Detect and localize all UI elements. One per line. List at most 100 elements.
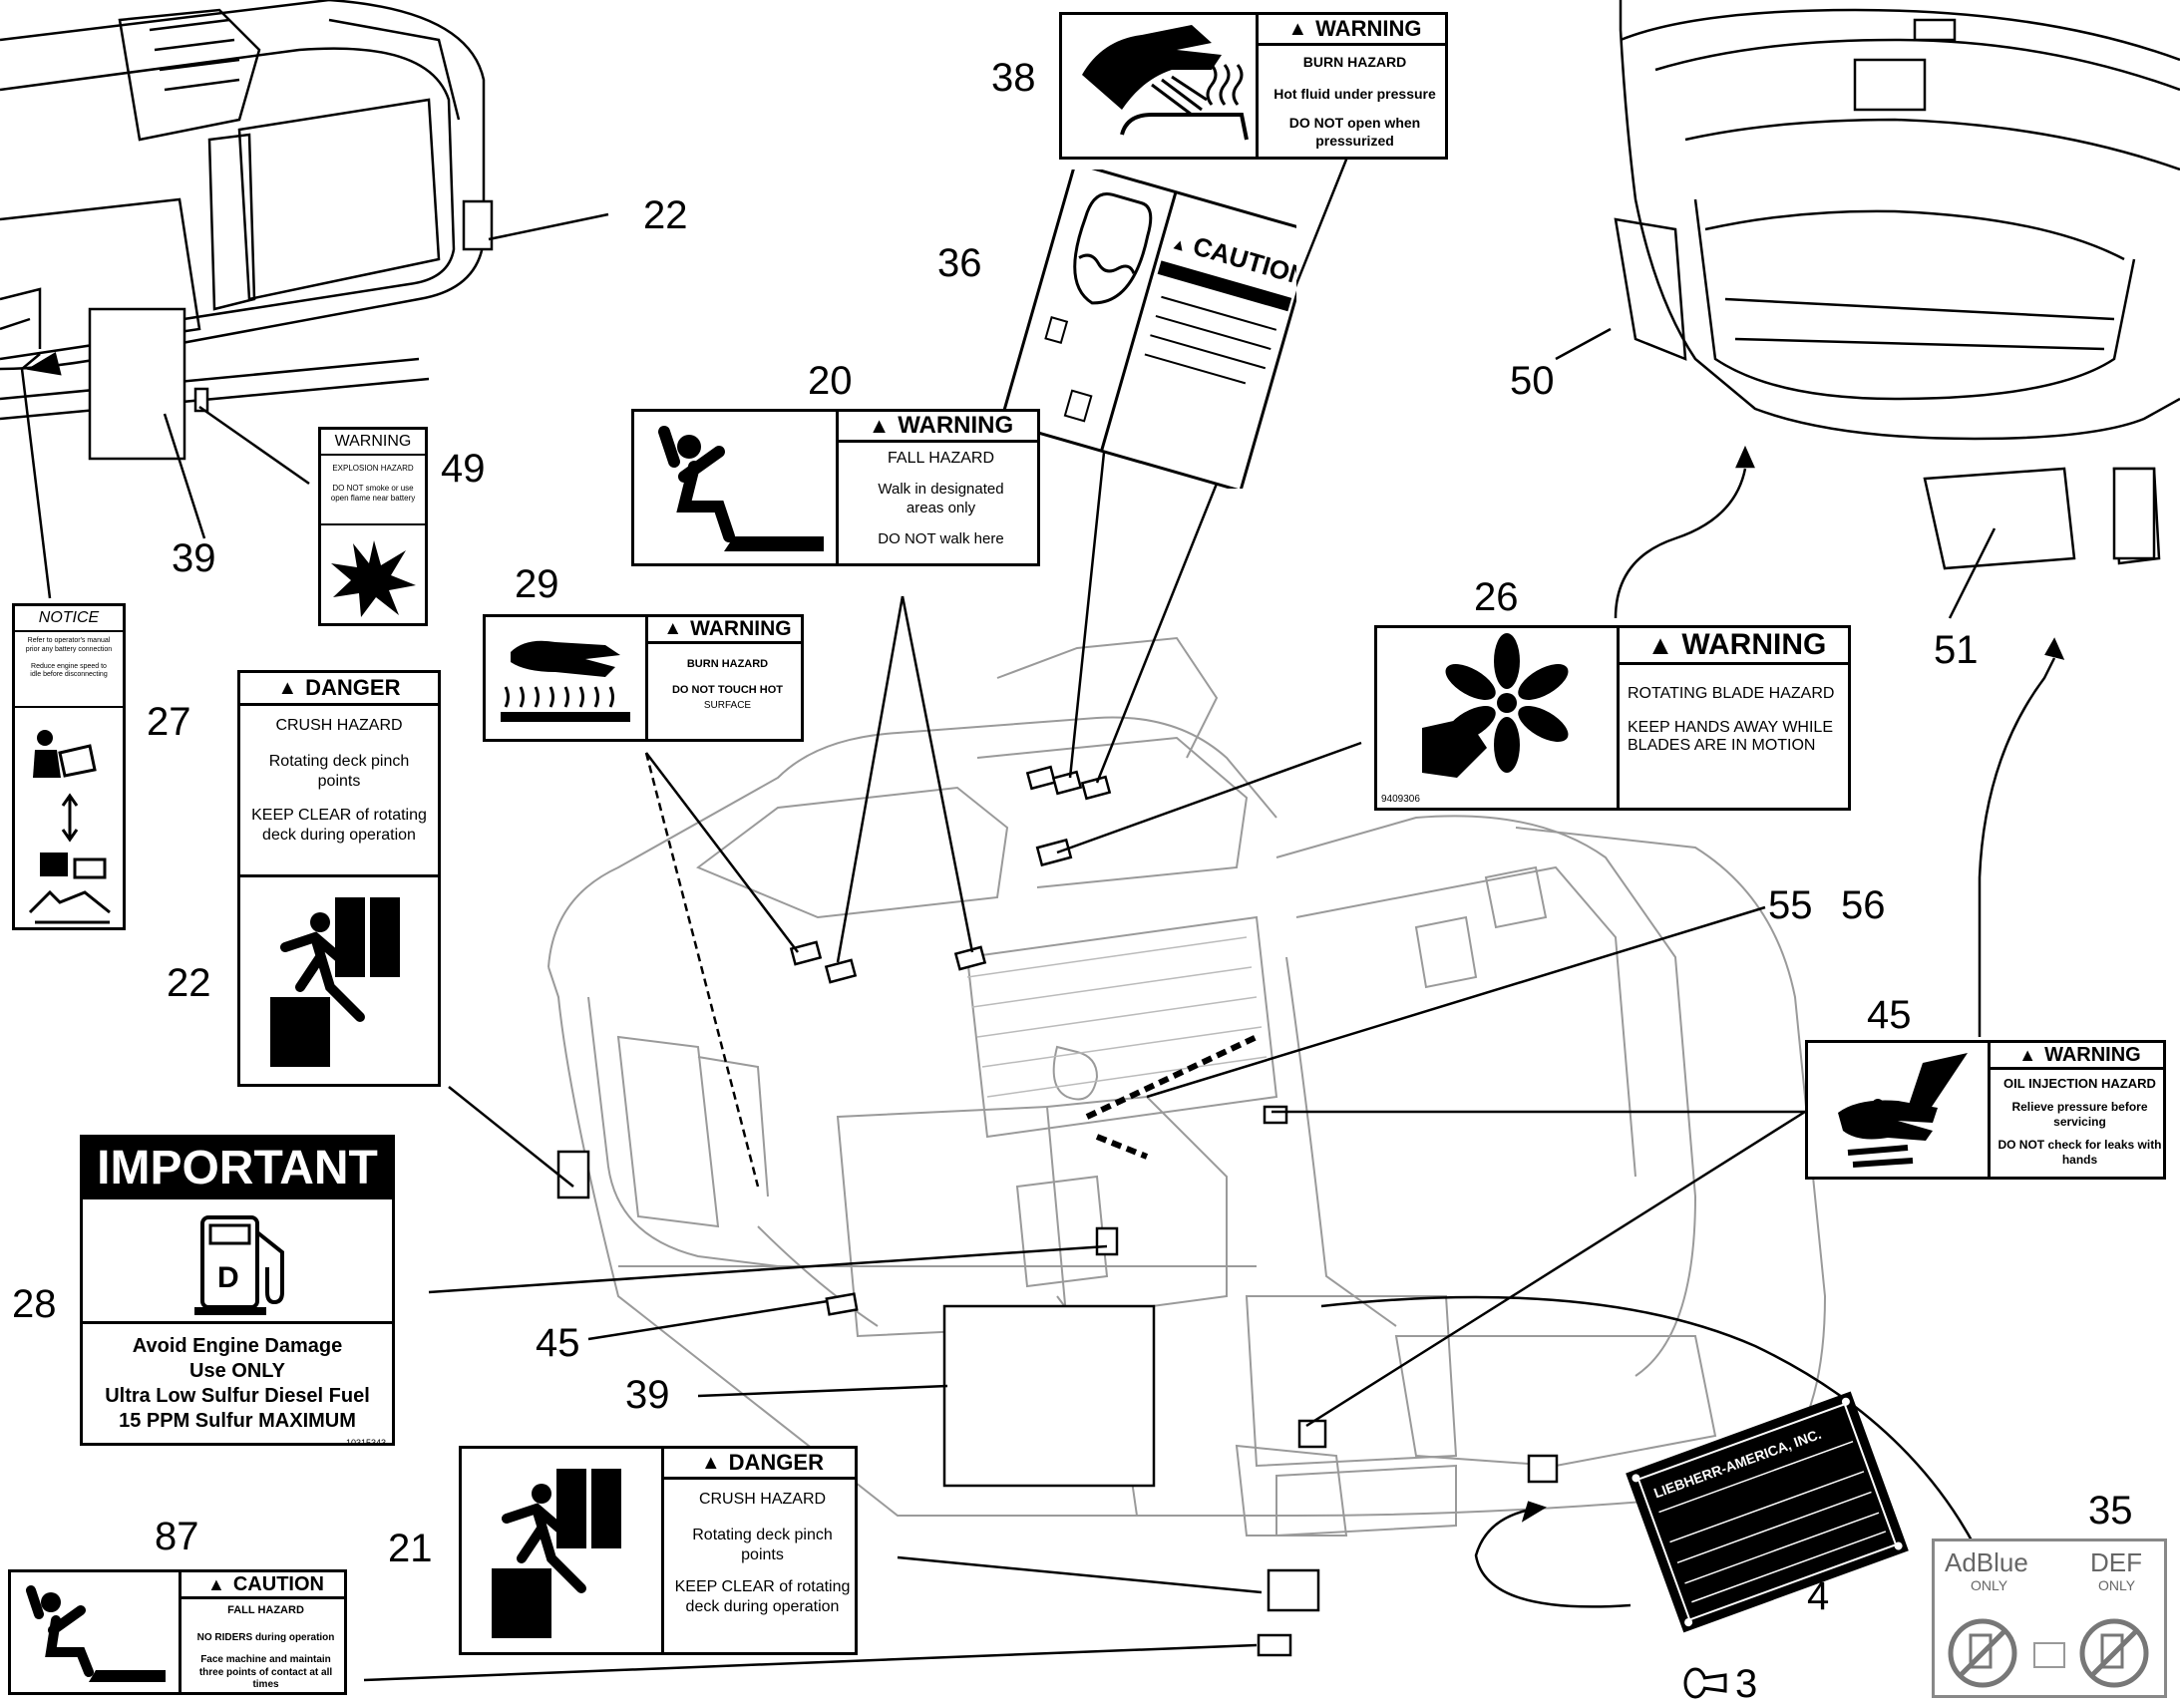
callout-49: 49: [441, 447, 486, 491]
decal-27-line-2: Reduce engine speed to idle before disco…: [30, 662, 108, 679]
decal-28-line-1: Avoid Engine Damage: [132, 1335, 343, 1357]
decal-20-fall-hazard: ▲WARNING FALL HAZARD Walk in designated …: [631, 409, 1040, 566]
decal-28-line-3: Ultra Low Sulfur Diesel Fuel: [105, 1385, 370, 1407]
decal-21-line-2: Rotating deck pinch points: [692, 1527, 833, 1563]
decal-28-header: IMPORTANT: [83, 1138, 392, 1199]
decal-38-burn-hazard: ▲WARNING BURN HAZARD Hot fluid under pre…: [1059, 12, 1448, 160]
decal-38-line-2: Hot fluid under pressure: [1273, 85, 1436, 102]
callout-22-top: 22: [643, 193, 688, 237]
decal-38-line-3: DO NOT open when pressurized: [1288, 115, 1421, 149]
svg-text:D: D: [217, 1261, 239, 1294]
callout-20: 20: [808, 359, 853, 403]
tank-icon: [1073, 192, 1153, 305]
decal-35-adblue-def: AdBlue ONLY DEF ONLY: [1932, 1538, 2167, 1698]
callout-3: 3: [1735, 1662, 1758, 1706]
decal-27-header: NOTICE: [15, 606, 123, 632]
warning-triangle-icon: ▲: [2018, 1044, 2037, 1065]
decal-49-header: WARNING: [321, 430, 425, 456]
decal-87-line-2: NO RIDERS during operation: [196, 1631, 335, 1643]
danger-triangle-icon: ▲: [277, 676, 298, 699]
callout-4: 4: [1807, 1574, 1830, 1618]
rivet-icon: [1683, 1667, 1727, 1699]
decal-45-header: WARNING: [2044, 1043, 2141, 1066]
callout-21: 21: [388, 1527, 433, 1570]
decal-22-line-3: KEEP CLEAR of rotating deck during opera…: [251, 807, 427, 844]
decal-35-only-right: ONLY: [2098, 1577, 2136, 1593]
decal-21-line-3: KEEP CLEAR of rotating deck during opera…: [674, 1578, 851, 1615]
callout-55: 55: [1768, 883, 1813, 927]
decal-26-line-2: KEEP HANDS AWAY WHILE BLADES ARE IN MOTI…: [1628, 719, 1833, 755]
burn-hand-steam-icon: [1082, 25, 1249, 141]
decal-20-line-2: Walk in designated areas only: [878, 481, 1004, 516]
decal-35-adblue: AdBlue: [1945, 1547, 2028, 1577]
fan-blade-hand-icon: 9409306: [1381, 633, 1569, 805]
decal-27-line-1: Refer to operator's manual prior any bat…: [25, 637, 113, 653]
explosion-icon: [321, 523, 425, 617]
decal-29-line-2: DO NOT TOUCH HOT: [671, 683, 783, 696]
no-diesel-icons: [1948, 1618, 2149, 1688]
callout-51: 51: [1934, 628, 1979, 672]
callout-22-mid: 22: [167, 961, 211, 1005]
decal-29-line-3: SURFACE: [703, 699, 752, 711]
decal-45-line-1: OIL INJECTION HAZARD: [2003, 1076, 2156, 1091]
decal-22-header: DANGER: [305, 675, 401, 700]
decal-35-only-left: ONLY: [1971, 1577, 2008, 1593]
decal-28-part-number: 10315343: [345, 1438, 386, 1446]
falling-person-icon: [658, 426, 824, 551]
crush-hazard-icon: [240, 874, 438, 1067]
callout-35: 35: [2088, 1489, 2133, 1533]
decal-29-burn-hazard: ▲ WARNING BURN HAZARD DO NOT TOUCH HOT SU…: [483, 614, 804, 742]
decal-22-line-2: Rotating deck pinch points: [268, 753, 410, 790]
callout-45-left: 45: [536, 1321, 580, 1365]
callout-27: 27: [147, 700, 191, 744]
decal-28-important-fuel: IMPORTANT D Avoid Engine Damage Use ONLY…: [80, 1135, 395, 1446]
callout-56: 56: [1841, 883, 1886, 927]
decal-49-explosion-hazard: WARNING EXPLOSION HAZARD DO NOT smoke or…: [318, 427, 428, 626]
oil-injection-hand-icon: [1838, 1053, 1968, 1168]
decal-35-def: DEF: [2090, 1547, 2142, 1577]
hot-surface-hand-icon: [501, 640, 630, 722]
decal-87-caution-fall: ▲ CAUTION FALL HAZARD NO RIDERS during op…: [8, 1569, 347, 1695]
warning-triangle-icon: ▲: [868, 413, 891, 438]
decal-22-line-1: CRUSH HAZARD: [275, 717, 403, 734]
manual-and-battery-icon: [15, 706, 123, 924]
callout-87: 87: [155, 1515, 199, 1558]
decal-21-crush-hazard: ▲DANGER CRUSH HAZARD Rotating deck pinch…: [459, 1446, 858, 1655]
decal-28-line-2: Use ONLY: [189, 1360, 285, 1382]
callout-50: 50: [1510, 359, 1555, 403]
decal-29-line-1: BURN HAZARD: [686, 658, 769, 670]
warning-triangle-icon: ▲: [1287, 17, 1308, 40]
decal-45-oil-injection: ▲ WARNING OIL INJECTION HAZARD Relieve pr…: [1805, 1040, 2166, 1180]
decal-36-caution: ▲ CAUTION: [998, 170, 1296, 489]
callout-26: 26: [1474, 575, 1519, 619]
decal-20-line-1: FALL HAZARD: [888, 450, 994, 467]
decal-26-line-1: ROTATING BLADE HAZARD: [1628, 685, 1835, 702]
decal-45-line-2: Relieve pressure before servicing: [2011, 1100, 2148, 1130]
decal-87-header: CAUTION: [232, 1572, 324, 1595]
decal-29-header: WARNING: [690, 617, 792, 640]
warning-triangle-icon: ▲: [1646, 629, 1674, 660]
decal-26-header: WARNING: [1681, 628, 1827, 661]
callout-39-top: 39: [172, 536, 216, 580]
callout-45-right: 45: [1867, 993, 1912, 1037]
decal-28-line-4: 15 PPM Sulfur MAXIMUM: [119, 1410, 356, 1432]
decal-87-line-3: Face machine and maintain three points o…: [198, 1654, 333, 1691]
diesel-pump-icon: D: [194, 1215, 284, 1315]
decal-87-line-1: FALL HAZARD: [227, 1604, 304, 1616]
crush-hazard-icon: [492, 1469, 621, 1638]
decal-22-crush-hazard: ▲ DANGER CRUSH HAZARD Rotating deck pinch…: [237, 670, 441, 1087]
decal-26-part-number: 9409306: [1381, 794, 1420, 805]
caution-triangle-icon: ▲: [207, 1573, 225, 1594]
name-plate-liebherr: LIEBHERR-AMERICA, INC.: [1626, 1391, 1909, 1633]
decal-45-line-3: DO NOT check for leaks with hands: [1998, 1138, 2162, 1168]
warning-triangle-icon: ▲: [663, 618, 683, 639]
callout-28: 28: [12, 1282, 57, 1326]
callout-38: 38: [991, 56, 1036, 100]
decal-20-line-3: DO NOT walk here: [878, 529, 1004, 547]
decal-49-line-1: EXPLOSION HAZARD: [332, 464, 414, 473]
callout-39-mid: 39: [625, 1373, 670, 1417]
svg-text:▲: ▲: [1169, 235, 1189, 256]
decal-21-line-1: CRUSH HAZARD: [698, 1491, 827, 1508]
